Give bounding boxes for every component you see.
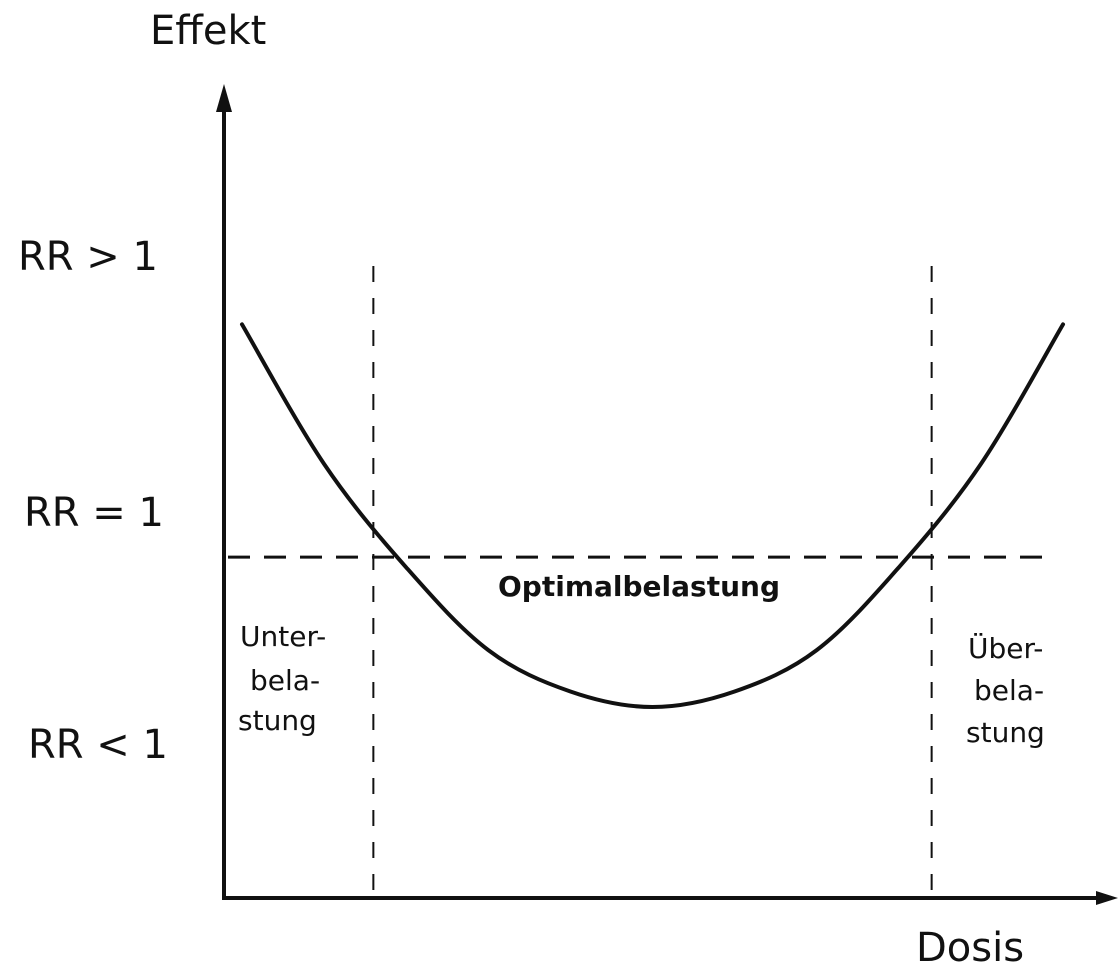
level-label-below: RR < 1 xyxy=(28,722,168,768)
region-unterbelastung: Unter- bela- stung xyxy=(238,620,326,737)
x-axis-arrowhead xyxy=(1096,891,1118,905)
u-shaped-curve xyxy=(240,322,1065,710)
x-axis-title: Dosis xyxy=(916,925,1024,966)
region-line: Optimalbelastung xyxy=(498,570,780,603)
axes xyxy=(216,84,1118,905)
guides xyxy=(228,266,1048,896)
region-line: stung xyxy=(966,716,1045,749)
level-label-above: RR > 1 xyxy=(18,234,158,280)
region-line: Über- xyxy=(968,631,1043,665)
region-line: stung xyxy=(238,704,317,737)
y-axis-title: Effekt xyxy=(150,8,266,54)
region-line: Unter- xyxy=(240,620,326,653)
region-ueberbelastung: Über- bela- stung xyxy=(966,631,1045,749)
region-optimalbelastung: Optimalbelastung xyxy=(498,570,780,603)
region-line: bela- xyxy=(250,664,320,697)
region-line: bela- xyxy=(974,674,1044,707)
level-label-equal: RR = 1 xyxy=(24,490,164,536)
y-axis-arrowhead xyxy=(216,84,232,112)
